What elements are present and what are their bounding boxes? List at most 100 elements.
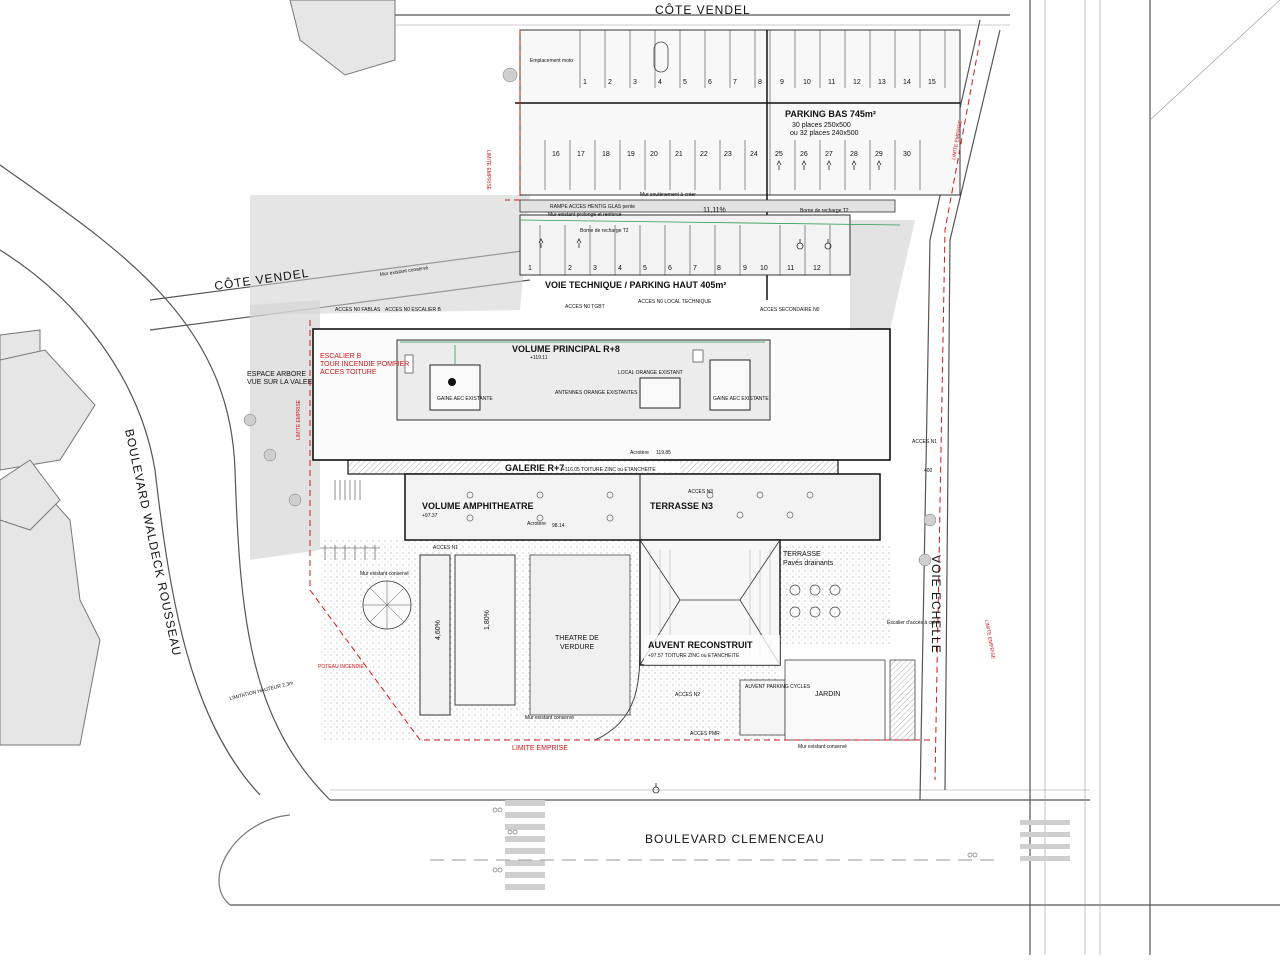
slot-label: 20	[650, 151, 658, 158]
slot-label: 9	[780, 79, 784, 86]
rampe-slope: 11,11%	[703, 207, 726, 214]
amphitheatre-acrotere-level: 98.14	[552, 523, 565, 529]
terrasse-n3-title: TERRASSE N3	[650, 501, 713, 511]
galerie-title: GALERIE R+7	[505, 463, 564, 473]
slot-label: 2	[608, 79, 612, 86]
acces-label: ACCES N0 TGBT	[565, 304, 605, 310]
gray-esplanade	[250, 300, 320, 560]
slot-label: 27	[825, 151, 833, 158]
mur-soutenement: Mur soutènement à créer	[640, 192, 696, 198]
escalier-red-3: ACCES TOITURE	[320, 369, 377, 376]
acces-label: ACCES N0 ESCALIER B	[385, 307, 442, 313]
limite-emprise-line	[309, 30, 981, 781]
gray-right-ramp	[850, 220, 915, 330]
acces-n1-label: ACCES N1	[433, 545, 458, 551]
street-cote-vendel-top: CÔTE VENDEL	[655, 2, 751, 17]
slot-label: 9	[743, 265, 747, 272]
amphitheatre-box	[404, 473, 881, 541]
parking-bas-title: PARKING BAS 745m²	[785, 109, 876, 119]
acces-label: ACCES N0 FABLAS	[335, 307, 381, 313]
acrotere-principal: Acrotère	[630, 450, 649, 456]
volume-principal-core	[429, 364, 481, 411]
gaine-right: GAINE AEC EXISTANTE	[713, 396, 769, 402]
slot-label: 8	[717, 265, 721, 272]
slot-label: 2	[568, 265, 572, 272]
slot-label: 5	[683, 79, 687, 86]
slot-label: 15	[928, 79, 936, 86]
parking-bas	[515, 29, 961, 300]
neighbor-buildings	[0, 0, 396, 746]
limite-emprise-left: LIMITE EMPRISE	[296, 399, 302, 440]
acces-label: ACCES N0 LOCAL TECHNIQUE	[638, 299, 712, 305]
street-boulevard-clemenceau: BOULEVARD CLEMENCEAU	[645, 832, 825, 846]
slot-label: 23	[724, 151, 732, 158]
tree-icon	[243, 67, 937, 567]
slot-label: 6	[668, 265, 672, 272]
slot-label: 8	[758, 79, 762, 86]
slot-label: 12	[813, 265, 821, 272]
parking-bas-line2: ou 32 places 240x500	[790, 130, 859, 137]
borne-right: Borne de recharge T2	[800, 208, 849, 214]
theatre-line1: THEATRE DE	[555, 635, 599, 642]
slot-label: 28	[850, 151, 858, 158]
acces-label: ACCES SECONDAIRE N0	[760, 307, 820, 313]
parking-haut	[519, 199, 901, 276]
slot-label: 4	[658, 79, 662, 86]
slot-label: 22	[700, 151, 708, 158]
amphitheatre-level: +97.37	[422, 513, 438, 519]
slot-label: 29	[875, 151, 883, 158]
local-orange: LOCAL ORANGE EXISTANT	[618, 370, 683, 376]
acces-n1-right-label: ACCES N1	[912, 439, 937, 445]
theatre-line2: VERDURE	[560, 644, 595, 651]
slot-label: 3	[593, 265, 597, 272]
galerie-label-bg	[500, 462, 680, 472]
rampe-label: RAMPE ACCES HENTIG GLAS pente	[550, 204, 635, 210]
slot-label: 4	[618, 265, 622, 272]
terrasse-n3-acces: ACCES N3	[688, 489, 713, 495]
slot-label: 6	[708, 79, 712, 86]
slot-label: 7	[693, 265, 697, 272]
slot-label: 10	[760, 265, 768, 272]
limite-emprise-right: LIMITE EMPRISE	[983, 619, 996, 660]
slot-label: 5	[643, 265, 647, 272]
limite-emprise-bottom: LIMITE EMPRISE	[512, 745, 568, 752]
local-orange-box	[639, 377, 681, 409]
slot-label: 13	[878, 79, 886, 86]
slope-b: 1,80%	[484, 610, 491, 630]
slot-label: 18	[602, 151, 610, 158]
auvent-detail: +97.57 TOITURE ZINC ou ETANCHEITE	[648, 653, 740, 659]
street-voie-echelle: VOIE ECHELLE	[929, 555, 943, 654]
escalier-creer: Escalier d'accès à créer	[887, 620, 940, 626]
limite-emprise-top: LIMITE EMPRISE	[485, 150, 491, 191]
acces-n2-label: ACCES N2	[675, 692, 700, 698]
slot-label: 3	[633, 79, 637, 86]
volume-principal-title: VOLUME PRINCIPAL R+8	[512, 344, 620, 354]
bike-icon	[492, 807, 978, 873]
slot-label: 12	[853, 79, 861, 86]
limitation-hauteur: LIMITATION HAUTEUR 2,3m	[229, 680, 294, 702]
terrasse-paves-1: TERRASSE	[783, 551, 821, 558]
amphitheatre-acrotere: Acrotère	[527, 521, 546, 527]
slot-label: 26	[800, 151, 808, 158]
escalier-red-1: ESCALIER B	[320, 353, 362, 360]
gaine-right-box	[709, 359, 751, 411]
mur-existant-left: Mur existant conservé	[360, 571, 409, 577]
parking-bas-bottom-row: 16 17 18 19 20 21 22 23 24 25 26 27 28 2…	[552, 151, 911, 158]
jardin-label: JARDIN	[815, 691, 840, 698]
parking-bas-line1: 30 places 250x500	[792, 122, 851, 129]
slot-label: 19	[627, 151, 635, 158]
antennes-orange: ANTENNES ORANGE EXISTANTES	[555, 390, 638, 396]
gaine-left: GAINE AEC EXISTANTE	[437, 396, 493, 402]
slot-label: 11	[828, 79, 835, 86]
espace-arbore-2: VUE SUR LA VALEE	[247, 379, 313, 386]
slot-label: 1	[583, 79, 587, 86]
galerie-detail: +116.05 TOITURE ZINC ou ETANCHEITE	[562, 467, 656, 473]
acces-pmr-label: ACCES PMR	[690, 731, 720, 737]
auvent-parking-label: AUVENT PARKING CYCLES	[745, 684, 811, 690]
parking-haut-row: 1 2 3 4 5 6 7 8 9 10 11 12	[528, 265, 821, 272]
mur-prolonge: Mur existant prolongé et renforcé	[548, 212, 622, 218]
slot-label: 1	[528, 265, 532, 272]
slot-label: 21	[675, 151, 683, 158]
espace-arbore-1: ESPACE ARBORE	[247, 371, 306, 378]
